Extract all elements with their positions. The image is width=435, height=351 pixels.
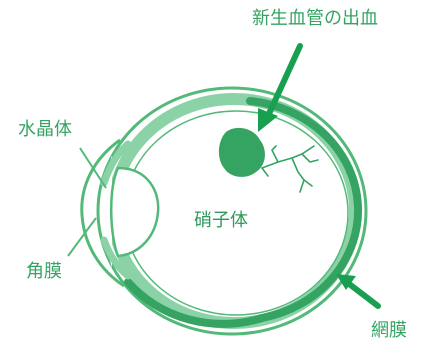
retina-band bbox=[246, 97, 362, 322]
label-vitreous: 硝子体 bbox=[194, 210, 248, 231]
lens bbox=[110, 166, 160, 258]
cornea bbox=[80, 138, 125, 288]
leader-cornea bbox=[67, 217, 97, 257]
arrow-retina bbox=[336, 274, 381, 309]
label-retina: 網膜 bbox=[371, 320, 407, 341]
new-vessels bbox=[261, 145, 319, 193]
label-hemorrhage: 新生血管の出血 bbox=[252, 8, 378, 29]
hemorrhage-blob bbox=[218, 127, 265, 177]
eyeball-outline bbox=[96, 86, 368, 336]
iris-upper bbox=[100, 140, 132, 187]
label-cornea: 角膜 bbox=[26, 261, 62, 282]
label-lens: 水晶体 bbox=[18, 119, 72, 140]
iris-lower bbox=[100, 236, 132, 280]
leader-lens bbox=[79, 147, 107, 189]
arrow-hemorrhage bbox=[258, 43, 303, 132]
retina-band-lower bbox=[124, 278, 266, 328]
